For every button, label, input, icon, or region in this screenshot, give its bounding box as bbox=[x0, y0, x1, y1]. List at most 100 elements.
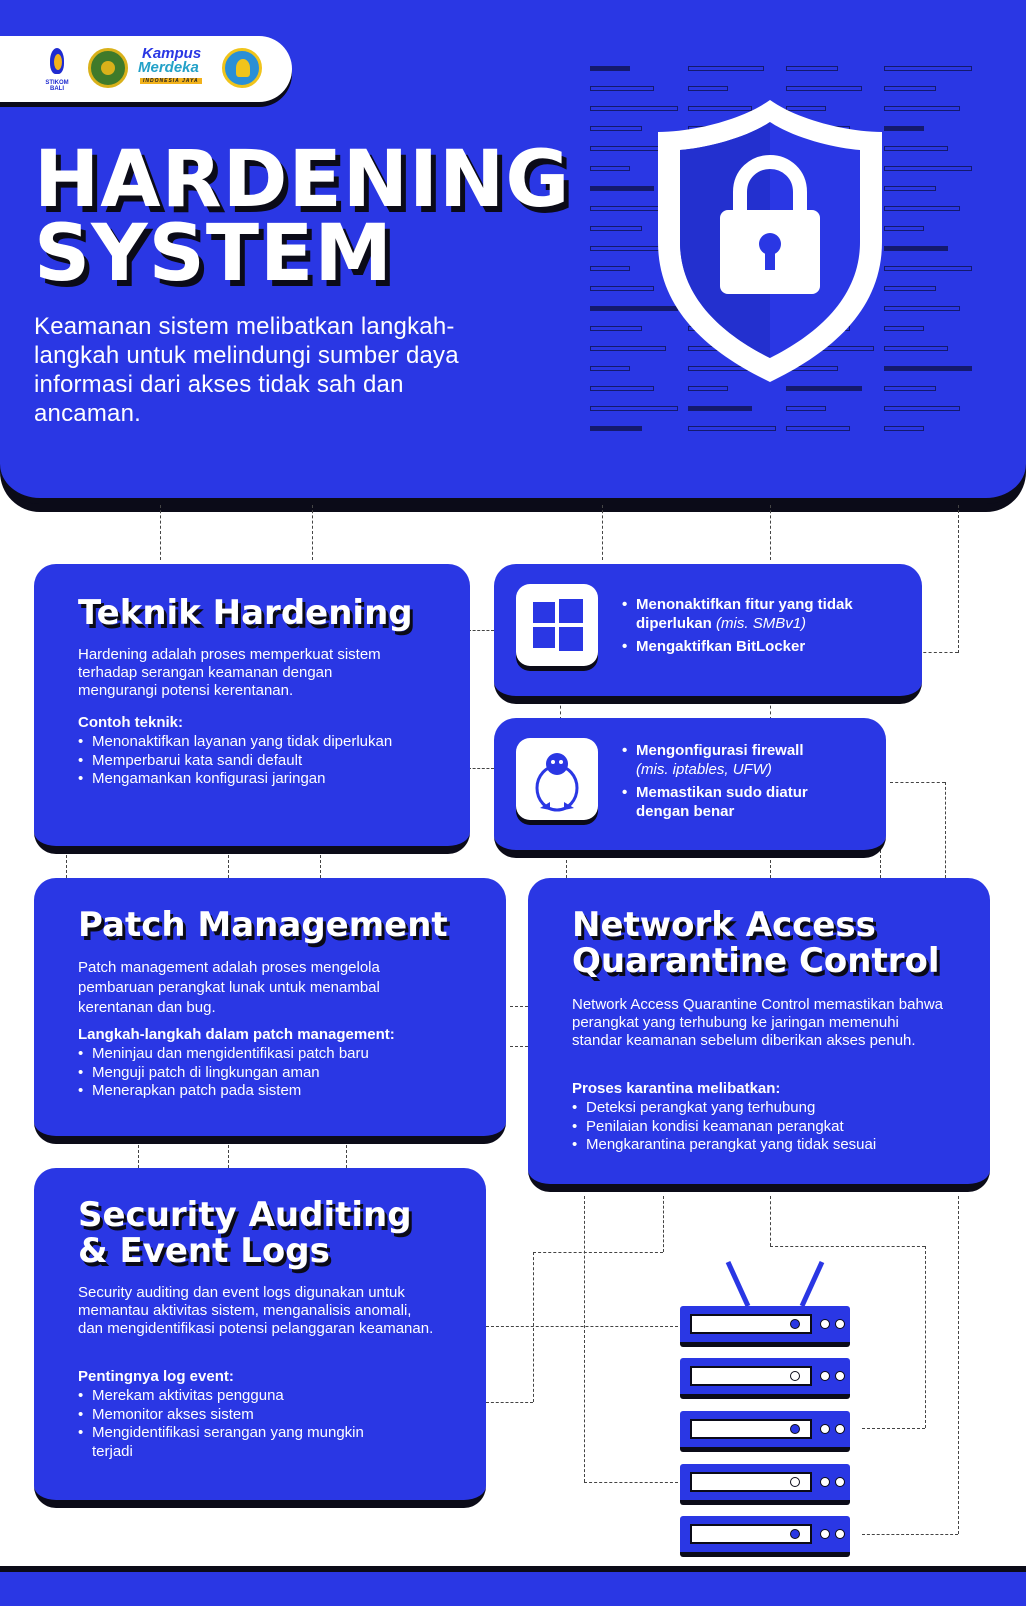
code-line bbox=[884, 86, 936, 91]
intro-text: Keamanan sistem melibatkan langkah-langk… bbox=[34, 313, 459, 427]
code-line bbox=[590, 106, 678, 111]
card-title-line2: & Event Logs bbox=[78, 1231, 330, 1271]
code-line bbox=[590, 326, 642, 331]
page-title-line1: HARDENING bbox=[34, 135, 571, 225]
card-patch-management: Patch Management Patch management adalah… bbox=[34, 878, 506, 1144]
code-line bbox=[884, 66, 972, 71]
card-description: Patch management adalah proses mengelola… bbox=[78, 959, 380, 1016]
card-subheading: Proses karantina melibatkan: bbox=[572, 1080, 781, 1097]
code-line bbox=[590, 346, 666, 351]
code-line bbox=[688, 406, 752, 411]
code-line bbox=[884, 386, 936, 391]
code-line bbox=[786, 426, 850, 431]
list-item: Mengkarantina perangkat yang tidak sesua… bbox=[572, 1136, 972, 1155]
hero-banner: HARDENING SYSTEM Keamanan sistem melibat… bbox=[0, 0, 1026, 504]
code-line bbox=[786, 66, 838, 71]
card-title-line1: Network Access bbox=[572, 905, 876, 945]
code-line bbox=[590, 86, 654, 91]
code-line bbox=[884, 126, 924, 131]
card-windows: Menonaktifkan fitur yang tidak diperluka… bbox=[494, 564, 922, 704]
card-title-line1: Security Auditing bbox=[78, 1195, 412, 1235]
card-title-line2: Quarantine Control bbox=[572, 941, 940, 981]
list-item: Merekam aktivitas pengguna bbox=[78, 1387, 378, 1406]
list-item: Mengaktifkan BitLocker bbox=[622, 638, 902, 657]
code-line bbox=[590, 366, 630, 371]
card-network-access-quarantine: Network Access Quarantine Control Networ… bbox=[528, 878, 990, 1192]
card-list: Menonaktifkan layanan yang tidak diperlu… bbox=[78, 733, 408, 789]
card-linux: Mengonfigurasi firewall(mis. iptables, U… bbox=[494, 718, 886, 858]
code-line bbox=[688, 106, 752, 111]
code-line bbox=[884, 166, 972, 171]
list-item: Mengidentifikasi serangan yang mungkin t… bbox=[78, 1424, 378, 1461]
list-item: Deteksi perangkat yang terhubung bbox=[572, 1099, 972, 1118]
code-line bbox=[884, 226, 924, 231]
code-line bbox=[590, 66, 630, 71]
code-line bbox=[786, 106, 826, 111]
list-item: Menguji patch di lingkungan aman bbox=[78, 1064, 478, 1083]
linux-list: Mengonfigurasi firewall(mis. iptables, U… bbox=[622, 742, 862, 826]
code-line bbox=[688, 386, 728, 391]
card-security-auditing: Security Auditing & Event Logs Security … bbox=[34, 1168, 486, 1508]
code-line bbox=[884, 206, 960, 211]
code-line bbox=[590, 386, 654, 391]
card-subheading: Pentingnya log event: bbox=[78, 1368, 234, 1385]
footer-bar bbox=[0, 1566, 1026, 1606]
university-seal-logo bbox=[88, 48, 128, 88]
code-line bbox=[590, 166, 630, 171]
list-item: Memperbarui kata sandi default bbox=[78, 752, 408, 771]
server-unit bbox=[680, 1358, 850, 1399]
windows-icon bbox=[516, 584, 598, 666]
list-item: Penilaian kondisi keamanan perangkat bbox=[572, 1118, 972, 1137]
code-line bbox=[884, 426, 924, 431]
code-line bbox=[590, 426, 642, 431]
code-line bbox=[884, 346, 948, 351]
code-line bbox=[590, 286, 654, 291]
code-line bbox=[590, 226, 642, 231]
list-item: Menonaktifkan fitur yang tidak diperluka… bbox=[622, 596, 902, 633]
card-title: Teknik Hardening bbox=[78, 593, 413, 633]
list-item: Mengonfigurasi firewall(mis. iptables, U… bbox=[622, 742, 862, 779]
code-line bbox=[884, 266, 972, 271]
card-subheading: Contoh teknik: bbox=[78, 714, 183, 731]
card-list: Merekam aktivitas pengguna Memonitor aks… bbox=[78, 1387, 378, 1461]
server-unit bbox=[680, 1516, 850, 1557]
list-item: Memonitor akses sistem bbox=[78, 1406, 378, 1425]
windows-list: Menonaktifkan fitur yang tidak diperluka… bbox=[622, 596, 902, 662]
code-line bbox=[688, 86, 728, 91]
server-rack-icon bbox=[680, 1258, 880, 1568]
shield-lock-icon bbox=[658, 100, 882, 382]
code-line bbox=[590, 406, 678, 411]
list-item: Menonaktifkan layanan yang tidak diperlu… bbox=[78, 733, 408, 752]
card-description: Hardening adalah proses memperkuat siste… bbox=[78, 646, 381, 699]
code-line bbox=[884, 406, 960, 411]
card-description: Network Access Quarantine Control memast… bbox=[572, 996, 944, 1049]
code-line bbox=[786, 406, 826, 411]
code-line bbox=[884, 146, 948, 151]
code-line bbox=[884, 286, 936, 291]
institution-flame-logo: STIKOM BALI bbox=[40, 46, 74, 92]
card-list: Meninjau dan mengidentifikasi patch baru… bbox=[78, 1045, 478, 1101]
list-item: Mengamankan konfigurasi jaringan bbox=[78, 770, 408, 789]
code-line bbox=[786, 86, 862, 91]
code-line bbox=[786, 386, 862, 391]
tut-wuri-handayani-logo bbox=[222, 48, 262, 88]
page-title-line2: SYSTEM bbox=[34, 209, 393, 299]
card-teknik-hardening: Teknik Hardening Hardening adalah proses… bbox=[34, 564, 470, 854]
code-line bbox=[590, 186, 654, 191]
list-item: Menerapkan patch pada sistem bbox=[78, 1082, 478, 1101]
card-subheading: Langkah-langkah dalam patch management: bbox=[78, 1026, 395, 1043]
code-line bbox=[884, 366, 972, 371]
list-item: Memastikan sudo diatur dengan benar bbox=[622, 784, 862, 821]
code-line bbox=[884, 246, 948, 251]
code-line bbox=[590, 266, 630, 271]
code-line bbox=[590, 126, 642, 131]
server-unit bbox=[680, 1464, 850, 1505]
code-line bbox=[688, 66, 764, 71]
code-line bbox=[884, 306, 960, 311]
card-description: Security auditing dan event logs digunak… bbox=[78, 1284, 434, 1337]
linux-penguin-icon bbox=[516, 738, 598, 820]
card-list: Deteksi perangkat yang terhubung Penilai… bbox=[572, 1099, 972, 1155]
server-unit bbox=[680, 1306, 850, 1347]
